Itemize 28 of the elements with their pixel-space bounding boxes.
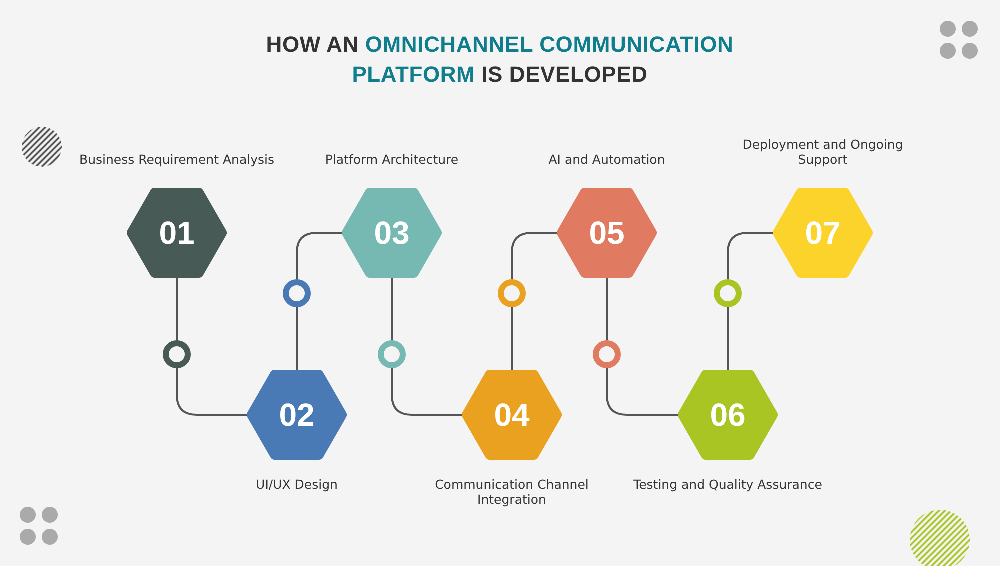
step-label: Platform Architecture [324, 152, 460, 167]
step-number: 05 [588, 214, 626, 253]
connector-line [176, 278, 247, 416]
step-label: Testing and Quality Assurance [632, 477, 824, 492]
hexagon-step [557, 188, 657, 278]
step-label: UI/UX Design [255, 477, 339, 492]
connector-line [606, 278, 678, 416]
step-number: 06 [709, 396, 747, 435]
hexagon-step [462, 370, 562, 460]
step-number: 02 [278, 396, 316, 435]
step-number: 07 [804, 214, 842, 253]
step-label: Deployment and Ongoing Support [742, 137, 904, 167]
step-label: Business Requirement Analysis [78, 152, 276, 167]
step-number: 01 [158, 214, 196, 253]
hexagon-step [247, 370, 347, 460]
connector-line [296, 232, 342, 370]
connector-line [391, 278, 462, 416]
title: HOW AN OMNICHANNEL COMMUNICATION PLATFORM IS DEVELOPED [265, 31, 735, 89]
step-number: 04 [493, 396, 531, 435]
hexagon-step [773, 188, 873, 278]
step-number: 03 [373, 214, 411, 253]
connector-line [511, 232, 557, 370]
step-label: AI and Automation [548, 152, 666, 167]
hexagon-step [342, 188, 442, 278]
step-label: Communication Channel Integration [434, 477, 590, 507]
connector-line [727, 232, 773, 370]
hexagon-step [127, 188, 227, 278]
hexagon-step [678, 370, 778, 460]
